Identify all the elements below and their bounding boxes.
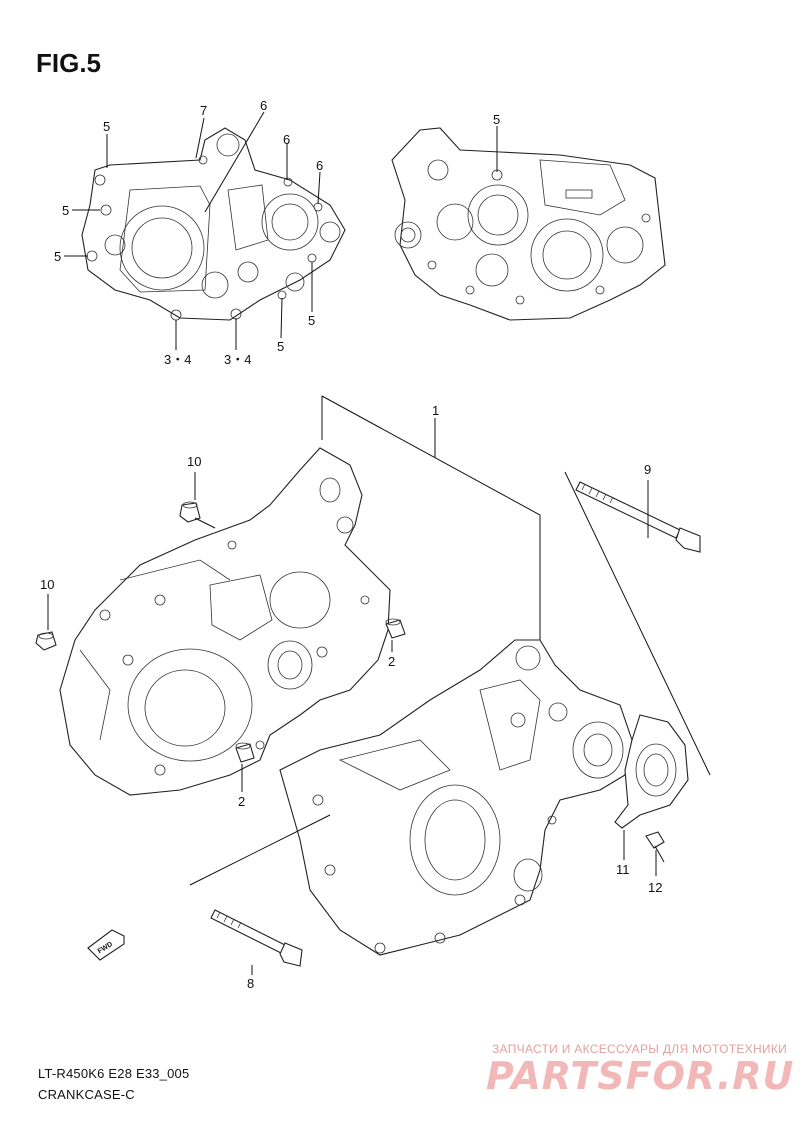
callout-2-upper: 2 — [388, 654, 395, 669]
model-code: LT-R450K6 E28 E33_005 — [38, 1066, 190, 1081]
screw-12 — [645, 831, 665, 863]
callout-5-e: 5 — [277, 339, 284, 354]
callout-6-a: 6 — [260, 98, 267, 113]
bracket-11 — [614, 714, 689, 829]
callout-10-left: 10 — [40, 577, 54, 592]
callout-3-4-right: 3・4 — [224, 352, 251, 367]
dowel-pin-2-upper — [385, 618, 406, 639]
callout-5-f: 5 — [493, 112, 500, 127]
callout-5-c: 5 — [54, 249, 61, 264]
dowel-pin-2-lower — [235, 742, 255, 763]
callout-6-b: 6 — [283, 132, 290, 147]
callout-1: 1 — [432, 403, 439, 418]
nut-10-upper — [179, 501, 201, 523]
callout-8: 8 — [247, 976, 254, 991]
watermark-tagline: ЗАПЧАСТИ И АКСЕССУАРЫ ДЛЯ МОТОТЕХНИКИ — [492, 1042, 788, 1056]
callout-10-upper: 10 — [187, 454, 201, 469]
forward-direction-badge: FWD — [87, 929, 125, 961]
callout-11: 11 — [616, 862, 630, 877]
leader-lines — [47, 111, 711, 975]
callout-5-b: 5 — [62, 203, 69, 218]
callout-5-d: 5 — [308, 313, 315, 328]
callout-6-c: 6 — [316, 158, 323, 173]
callout-3-4-left: 3・4 — [164, 352, 191, 367]
callout-labels: 1 2 2 3・4 3・4 5 5 5 5 5 5 6 6 6 7 8 9 10… — [40, 98, 662, 991]
right-crankcase-half — [279, 639, 633, 956]
watermark-logo: PARTSFOR.RU — [486, 1054, 795, 1098]
bolt-9 — [575, 481, 701, 553]
callout-12: 12 — [648, 880, 662, 895]
bolt-8 — [210, 909, 303, 967]
callout-7: 7 — [200, 103, 207, 118]
callout-2-lower: 2 — [238, 794, 245, 809]
nut-10-left — [35, 631, 57, 651]
callout-9: 9 — [644, 462, 651, 477]
left-case-inner-view — [81, 127, 346, 321]
callout-5-a: 5 — [103, 119, 110, 134]
part-name: CRANKCASE-C — [38, 1087, 135, 1102]
figure-title: FIG.5 — [36, 48, 102, 78]
right-case-inner-view — [391, 127, 666, 321]
left-crankcase-half — [59, 447, 391, 796]
